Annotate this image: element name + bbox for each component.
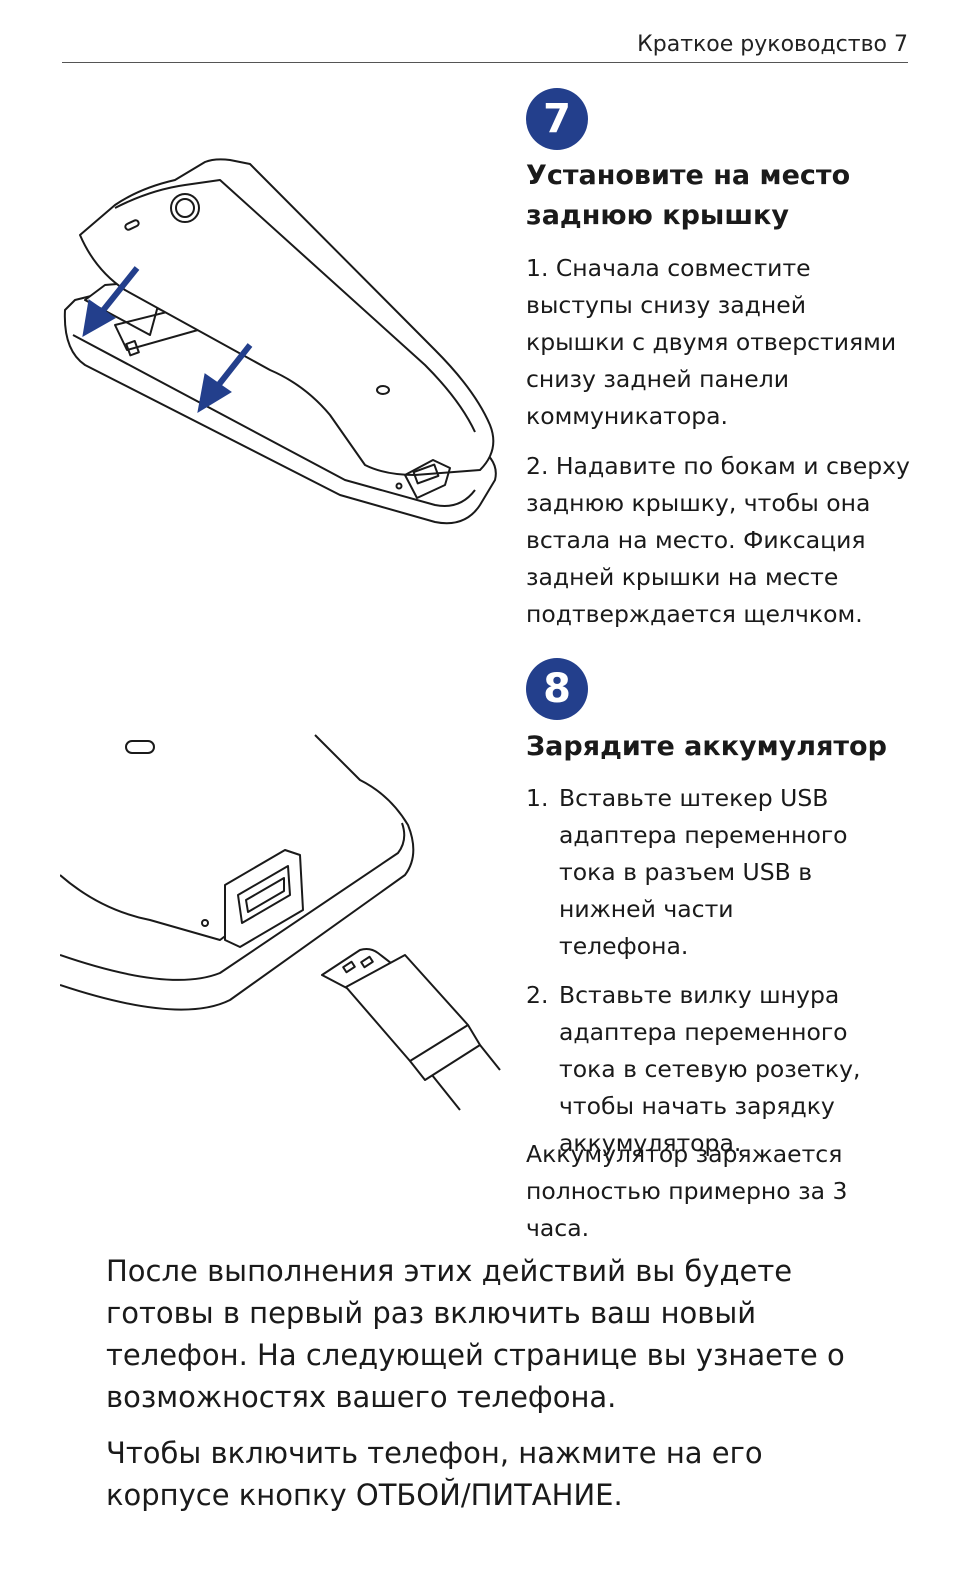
step-7-paragraph-1: 1. Сначала совместите выступы снизу задн… <box>526 254 897 430</box>
step-8-badge: 8 <box>526 658 588 720</box>
step-8-note: Аккумулятор заряжается полностью примерн… <box>526 1140 848 1242</box>
list-item: 1. Вставьте штекер USB адаптера переменн… <box>526 780 926 965</box>
step-7-paragraph-2: 2. Надавите по бокам и сверху заднюю кры… <box>526 452 910 628</box>
closing-paragraph-2: Чтобы включить телефон, нажмите на его к… <box>106 1436 763 1512</box>
step-7-badge: 7 <box>526 88 588 150</box>
list-item-text: Вставьте вилку шнура адаптера переменног… <box>559 981 861 1157</box>
list-item-text: Вставьте штекер USB адаптера переменного… <box>559 784 848 960</box>
list-item: 2. Вставьте вилку шнура адаптера перемен… <box>526 977 926 1162</box>
list-item-number: 2. <box>526 981 549 1009</box>
closing-paragraph-1: После выполнения этих действий вы будете… <box>106 1254 845 1414</box>
back-cover-illustration <box>63 158 497 525</box>
step-7-title: Установите на место заднюю крышку <box>526 160 851 231</box>
usb-charging-illustration <box>60 734 501 1111</box>
list-item-number: 1. <box>526 784 549 812</box>
step-8-title: Зарядите аккумулятор <box>526 731 887 762</box>
step-8-list: 1. Вставьте штекер USB адаптера переменн… <box>526 780 926 1162</box>
page-header: Краткое руководство 7 <box>62 28 908 63</box>
page-header-title: Краткое руководство 7 <box>637 32 908 57</box>
